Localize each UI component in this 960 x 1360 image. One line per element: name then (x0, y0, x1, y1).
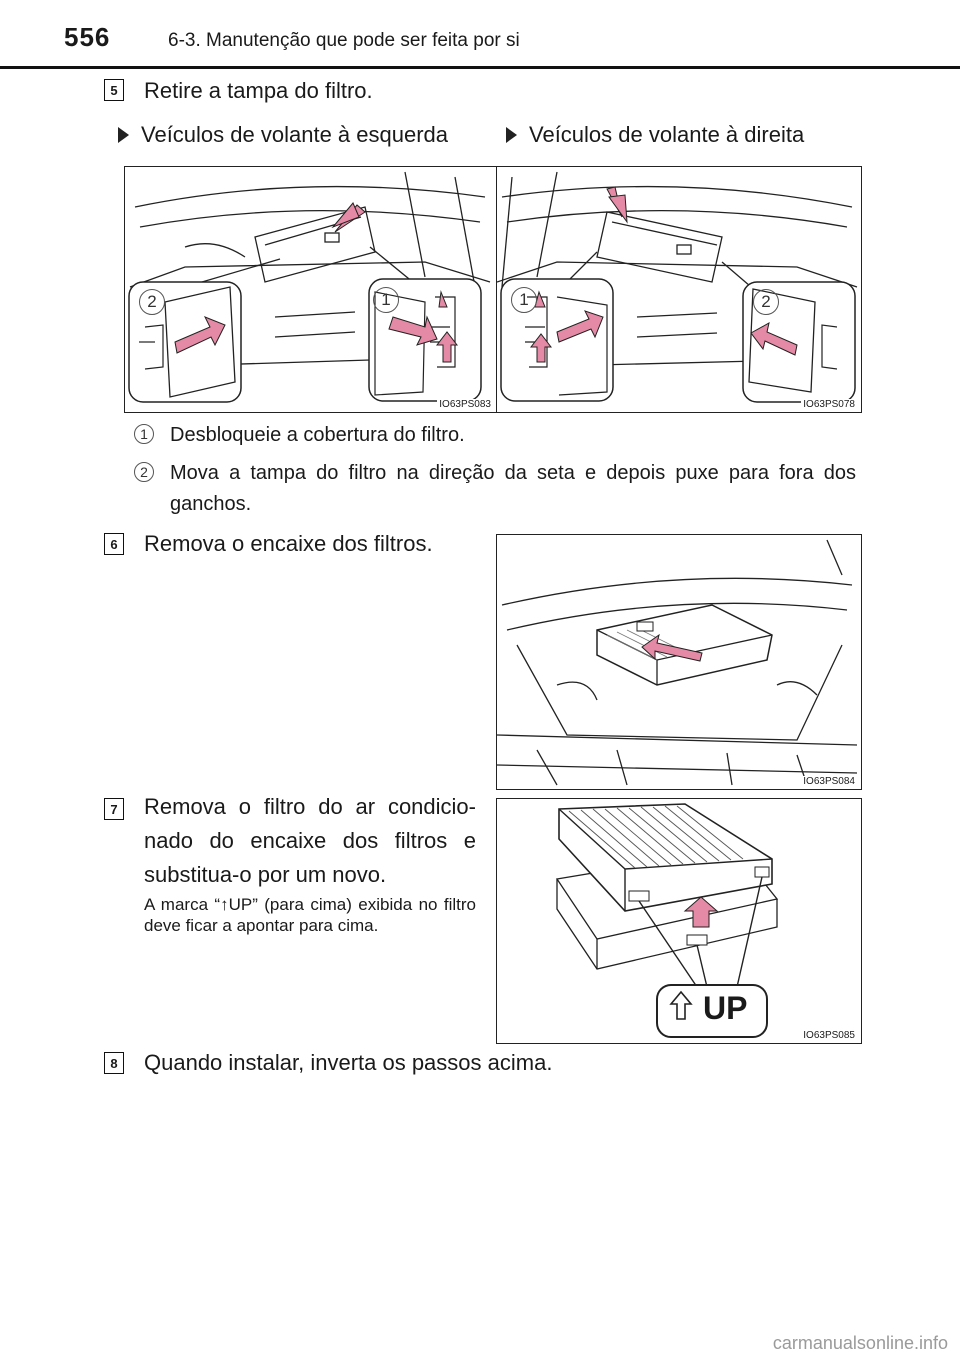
step-5-text: Retire a tampa do filtro. (144, 78, 373, 103)
figure-code: IO63PS078 (801, 399, 857, 410)
figure-code: IO63PS083 (437, 399, 493, 410)
callout-2: 2 (139, 289, 165, 315)
header-divider (0, 66, 960, 69)
step-6-text: Remova o encaixe dos filtros. (144, 531, 433, 556)
callout-1: 1 (511, 287, 537, 313)
figure-code: IO63PS085 (801, 1030, 857, 1041)
figure-code: IO63PS084 (801, 776, 857, 787)
watermark: carmanualsonline.info (772, 1333, 948, 1353)
step-7-note: A marca “↑UP” (para cima) exibida no fil… (144, 895, 476, 935)
step-number-5: 5 (104, 79, 124, 101)
step-number-6: 6 (104, 533, 124, 555)
dashboard-illustration (497, 171, 858, 403)
condition-left-label: Veículos de volante à esquerda (141, 122, 449, 147)
figure-right-hand-drive-filter-cover: 1 2 IO63PS078 (496, 166, 862, 413)
substep-1-text: Desbloqueie a cobertura do filtro. (170, 424, 465, 446)
page-number: 556 (64, 22, 111, 52)
figure-filter-replacement: UP IO63PS085 (496, 798, 862, 1044)
callout-1: 1 (373, 287, 399, 313)
figure-filter-case: IO63PS084 (496, 534, 862, 790)
condition-right-hand-drive: Veículos de volante à direita (506, 122, 804, 148)
condition-right-label: Veículos de volante à direita (529, 122, 805, 147)
triangle-bullet-icon (506, 127, 517, 143)
triangle-bullet-icon (118, 127, 129, 143)
glovebox-illustration (497, 539, 858, 786)
up-label: UP (703, 990, 748, 1026)
substep-number-2: 2 (134, 462, 154, 482)
substep-2-text: Mova a tampa do filtro na direção da set… (170, 462, 856, 515)
filter-illustration (555, 803, 779, 1038)
figure-left-hand-drive-filter-cover: 2 1 IO63PS083 (124, 166, 498, 413)
step-8-text: Quando instalar, inverta os passos acima… (144, 1050, 553, 1075)
step-number-8: 8 (104, 1052, 124, 1074)
step-number-7: 7 (104, 798, 124, 820)
condition-left-hand-drive: Veículos de volante à esquerda (118, 122, 448, 148)
step-7-text: Remova o filtro do ar condicio- nado do … (144, 794, 476, 887)
section-title: 6-3. Manutenção que pode ser feita por s… (168, 30, 520, 51)
substep-number-1: 1 (134, 424, 154, 444)
callout-2: 2 (753, 289, 779, 315)
dashboard-illustration (128, 171, 491, 403)
